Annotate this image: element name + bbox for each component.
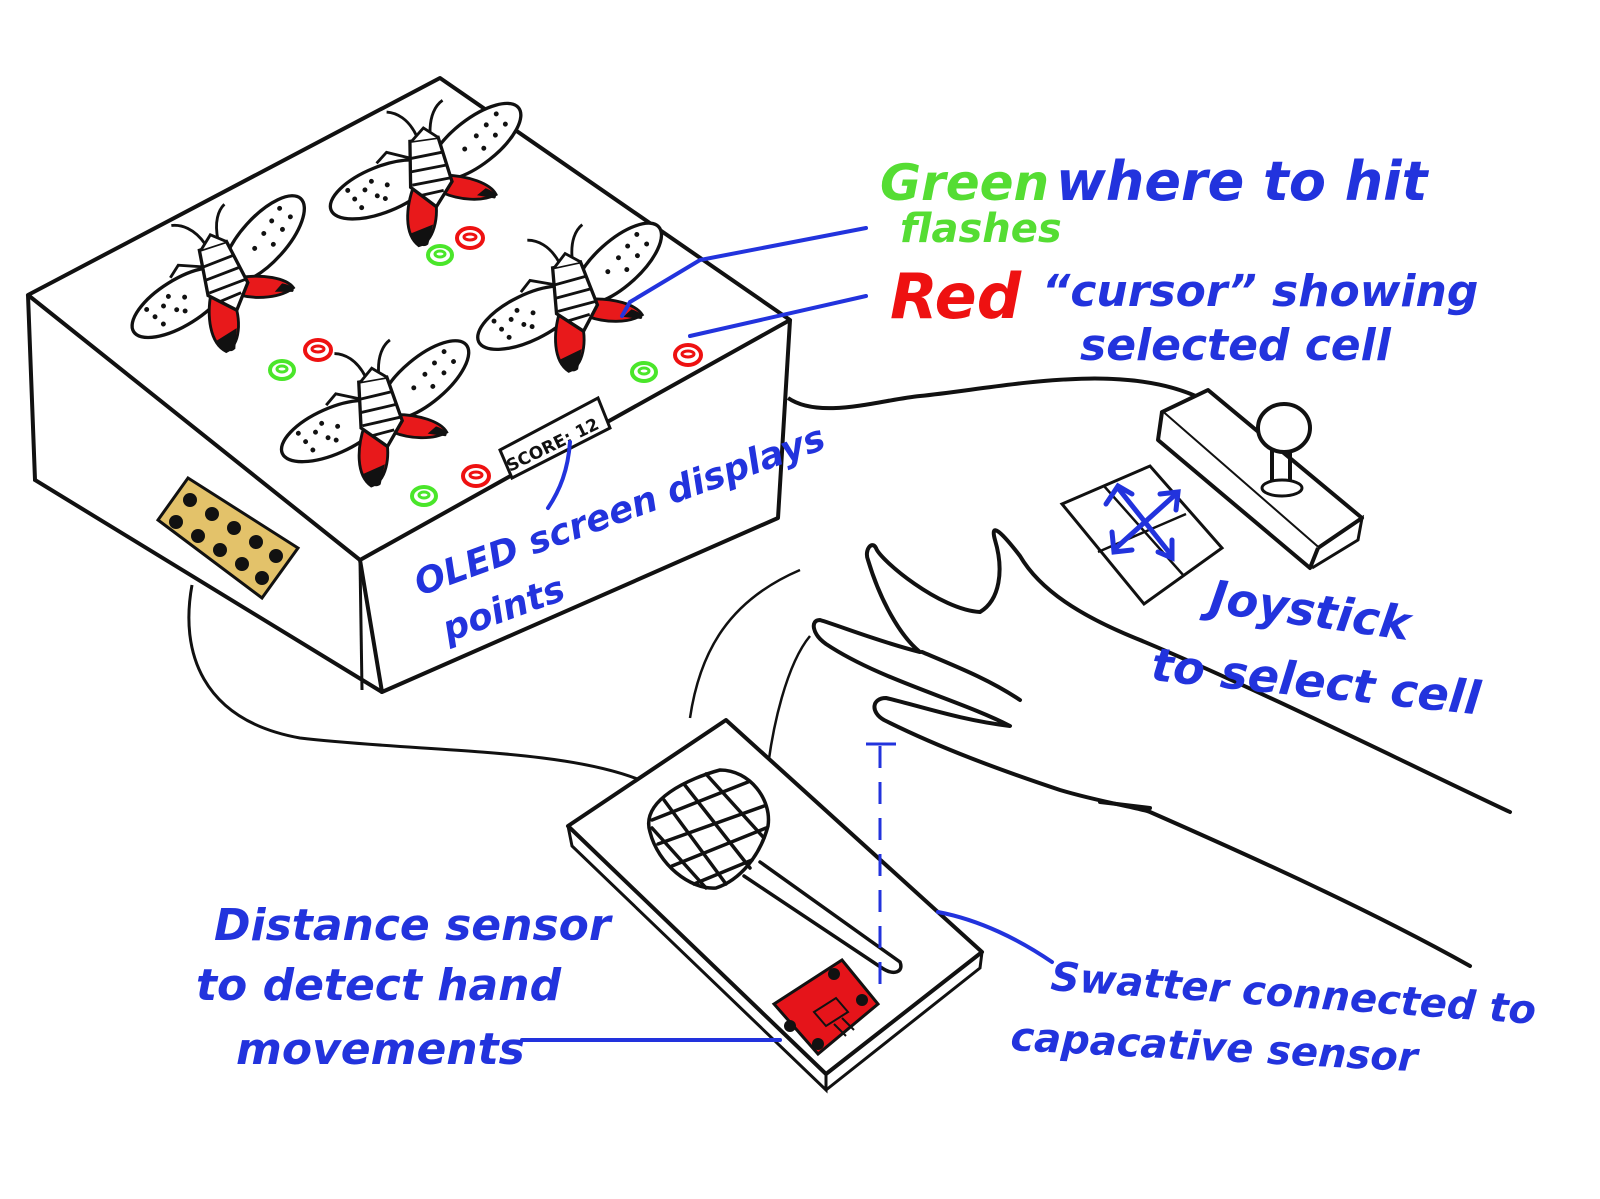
label-distance-2: to detect hand [196, 960, 562, 1011]
joystick-cable [788, 379, 1200, 409]
label-joystick-2: to select cell [1149, 637, 1484, 725]
label-red-rest: “cursor” showing [1042, 266, 1478, 317]
label-red-word: Red [890, 260, 1022, 333]
joystick-icon [1158, 390, 1362, 568]
label-red-sub: selected cell [1080, 320, 1392, 371]
label-joystick-1: Joystick [1199, 568, 1417, 651]
label-swatter-2: capacative sensor [1009, 1014, 1421, 1081]
label-green-word: Green [880, 154, 1049, 212]
label-distance-1: Distance sensor [214, 900, 613, 951]
label-distance-3: movements [236, 1024, 525, 1075]
label-green-rest: where to hit [1056, 150, 1430, 213]
label-green-sub: flashes [900, 206, 1062, 252]
direction-grid [1062, 466, 1222, 604]
